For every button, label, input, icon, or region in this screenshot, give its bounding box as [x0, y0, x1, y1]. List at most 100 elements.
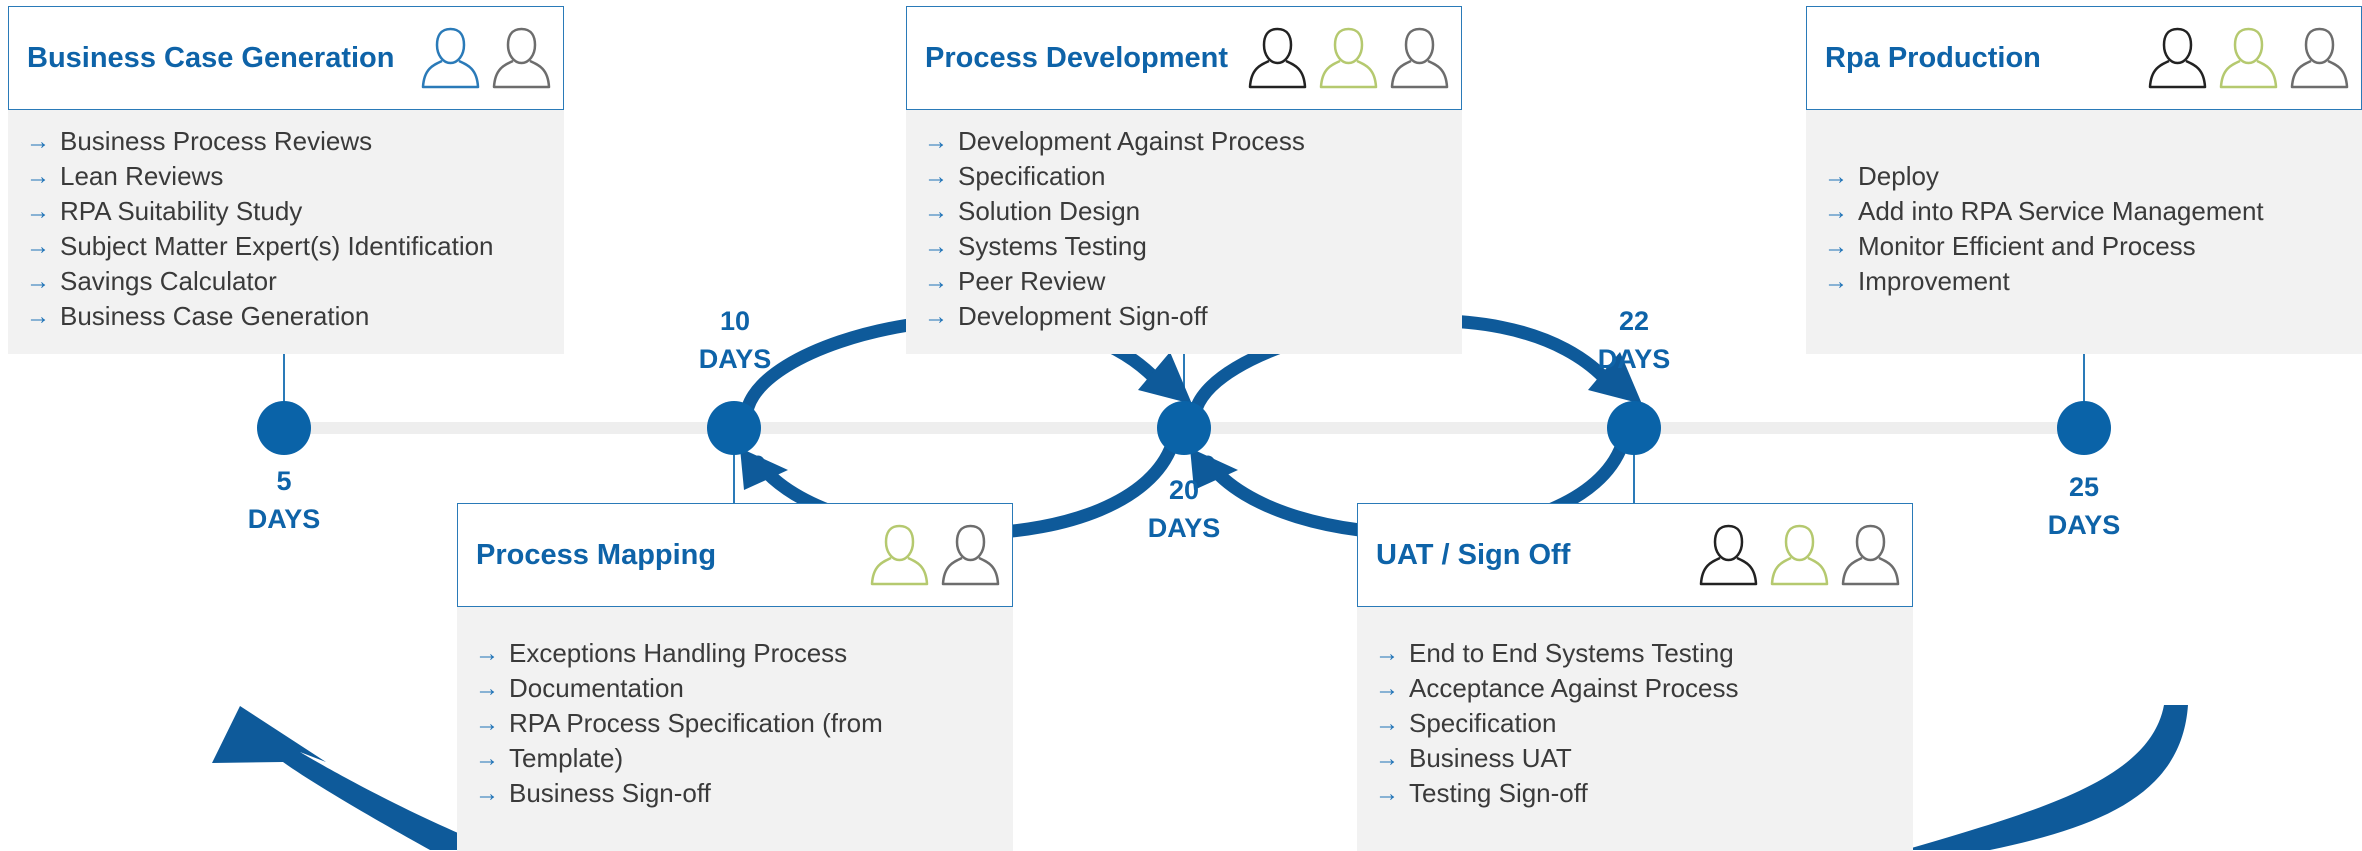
- arrow-right-icon: →: [475, 710, 499, 737]
- stage-avatars: [419, 25, 553, 95]
- arrow-right-icon: →: [26, 198, 50, 225]
- days-unit: DAYS: [698, 344, 772, 374]
- stage-item-text: Specification: [958, 161, 1106, 191]
- milestone-dot-25-days: [2057, 401, 2111, 455]
- stage-item: →Development Against Process: [924, 124, 1452, 159]
- bottom-right-arrow: [1905, 705, 2188, 850]
- stage-item-list: →Business Process Reviews→Lean Reviews→R…: [8, 124, 564, 334]
- stage-item: →RPA Process Specification (from: [475, 706, 1003, 741]
- stage-title: Process Mapping: [476, 538, 717, 571]
- stage-item: → Subject Matter Expert(s) Identification: [26, 229, 554, 264]
- stage-item-text: Monitor Efficient and Process: [1858, 231, 2196, 261]
- days-number: 5: [276, 466, 292, 496]
- stage-title: Rpa Production: [1825, 41, 2041, 74]
- user-icon: [870, 524, 929, 586]
- loop-arrowhead-2: [740, 448, 788, 490]
- stage-item-list: →Development Against Process→Specificati…: [906, 124, 1462, 334]
- stage-card-rpa-production: Rpa Production →Deploy→Add into RPA Serv…: [1806, 6, 2362, 354]
- stage-item: →Development Sign-off: [924, 299, 1452, 334]
- arrow-right-icon: →: [1824, 198, 1848, 225]
- stage-item: →RPA Suitability Study: [26, 194, 554, 229]
- stage-item: → Add into RPA Service Management: [1824, 194, 2352, 229]
- stage-header: Business Case Generation: [8, 6, 564, 110]
- days-label-20: 20 DAYS: [1124, 471, 1244, 547]
- days-number: 25: [2068, 472, 2100, 502]
- stage-body: → Exceptions Handling Process → Documentati…: [457, 607, 1013, 851]
- stage-title: Business Case Generation: [27, 41, 395, 74]
- days-unit: DAYS: [247, 504, 321, 534]
- stage-item-list: → Exceptions Handling Process → Documentati…: [457, 636, 1013, 811]
- stage-item: →Business Sign-off: [475, 776, 1003, 811]
- stage-body: →Business Process Reviews→Lean Reviews→R…: [8, 110, 564, 354]
- milestone-dot-20-days: [1157, 401, 1211, 455]
- stage-item: → Specification: [1375, 706, 1903, 741]
- user-icon: [1841, 524, 1900, 586]
- stage-item-text: Development Against Process: [958, 126, 1305, 156]
- days-unit: DAYS: [1147, 513, 1221, 543]
- stage-item: → Exceptions Handling Process: [475, 636, 1003, 671]
- stage-avatars: [2146, 25, 2351, 95]
- stage-item-list: →Deploy→Add into RPA Service Management→…: [1806, 159, 2362, 299]
- stage-item-text: Acceptance Against Process: [1409, 673, 1739, 703]
- user-icon: [1390, 27, 1449, 89]
- stage-item: →Peer Review: [924, 264, 1452, 299]
- stage-item-text: Solution Design: [958, 196, 1141, 226]
- stage-item-text: Add into RPA Service Management: [1858, 196, 2264, 226]
- stage-card-process-development: Process Development →Development Against…: [906, 6, 1462, 354]
- user-icon: [941, 524, 1000, 586]
- days-label-25: 25 DAYS: [2024, 468, 2144, 544]
- days-label-5: 5 DAYS: [224, 462, 344, 538]
- arrow-right-icon: →: [1824, 163, 1848, 190]
- arrow-right-icon: →: [26, 233, 50, 260]
- user-icon: [2148, 27, 2207, 89]
- stage-avatars: [868, 522, 1002, 592]
- stage-item-text: Improvement: [1858, 266, 2010, 296]
- stage-title: Process Development: [925, 41, 1229, 74]
- bottom-left-arrow: [212, 706, 500, 850]
- loop-arrowhead-3: [1588, 352, 1642, 404]
- stage-item: → Business UAT: [1375, 741, 1903, 776]
- arrow-right-icon: →: [475, 640, 499, 667]
- stage-item-text: End to End Systems Testing: [1409, 638, 1734, 668]
- days-label-10: 10 DAYS: [675, 302, 795, 378]
- stage-item: →Business Case Generation: [26, 299, 554, 334]
- stage-item: →Template): [475, 741, 1003, 776]
- stage-item-text: Testing Sign-off: [1409, 778, 1588, 808]
- stage-item: →Business Process Reviews: [26, 124, 554, 159]
- stage-item-text: Business UAT: [1409, 743, 1572, 773]
- stage-item: →Specification: [924, 159, 1452, 194]
- stage-header: UAT / Sign Off: [1357, 503, 1913, 607]
- user-icon: [492, 27, 551, 89]
- arrow-right-icon: →: [1375, 710, 1399, 737]
- user-icon: [1248, 27, 1307, 89]
- stage-avatars: [1697, 522, 1902, 592]
- stage-item-text: Subject Matter Expert(s) Identification: [60, 231, 494, 261]
- stage-item-text: Savings Calculator: [60, 266, 277, 296]
- arrow-right-icon: →: [26, 163, 50, 190]
- stage-item-text: Business Sign-off: [509, 778, 711, 808]
- stage-item-text: Exceptions Handling Process: [509, 638, 848, 668]
- days-label-22: 22 DAYS: [1574, 302, 1694, 378]
- stage-item-list: →End to End Systems Testing→Acceptance A…: [1357, 636, 1913, 811]
- milestone-dot-22-days: [1607, 401, 1661, 455]
- loop-arrowhead-1: [1138, 352, 1192, 404]
- stage-item-text: Specification: [1409, 708, 1557, 738]
- days-unit: DAYS: [1597, 344, 1671, 374]
- stage-item: → Solution Design: [924, 194, 1452, 229]
- user-icon: [1770, 524, 1829, 586]
- stage-item: →Systems Testing: [924, 229, 1452, 264]
- stage-card-uat-sign-off: UAT / Sign Off →End to End Systems Testi…: [1357, 503, 1913, 851]
- days-number: 10: [719, 306, 751, 336]
- user-icon: [1699, 524, 1758, 586]
- arrow-right-icon: →: [924, 198, 948, 225]
- stage-item-text: Documentation: [509, 673, 684, 703]
- days-number: 22: [1618, 306, 1650, 336]
- arrow-right-icon: →: [1375, 745, 1399, 772]
- user-icon: [1319, 27, 1378, 89]
- days-unit: DAYS: [2047, 510, 2121, 540]
- stage-item: →End to End Systems Testing: [1375, 636, 1903, 671]
- stage-item: →Deploy: [1824, 159, 2352, 194]
- milestone-dot-5-days: [257, 401, 311, 455]
- arrow-right-icon: →: [26, 128, 50, 155]
- stage-item: →Lean Reviews: [26, 159, 554, 194]
